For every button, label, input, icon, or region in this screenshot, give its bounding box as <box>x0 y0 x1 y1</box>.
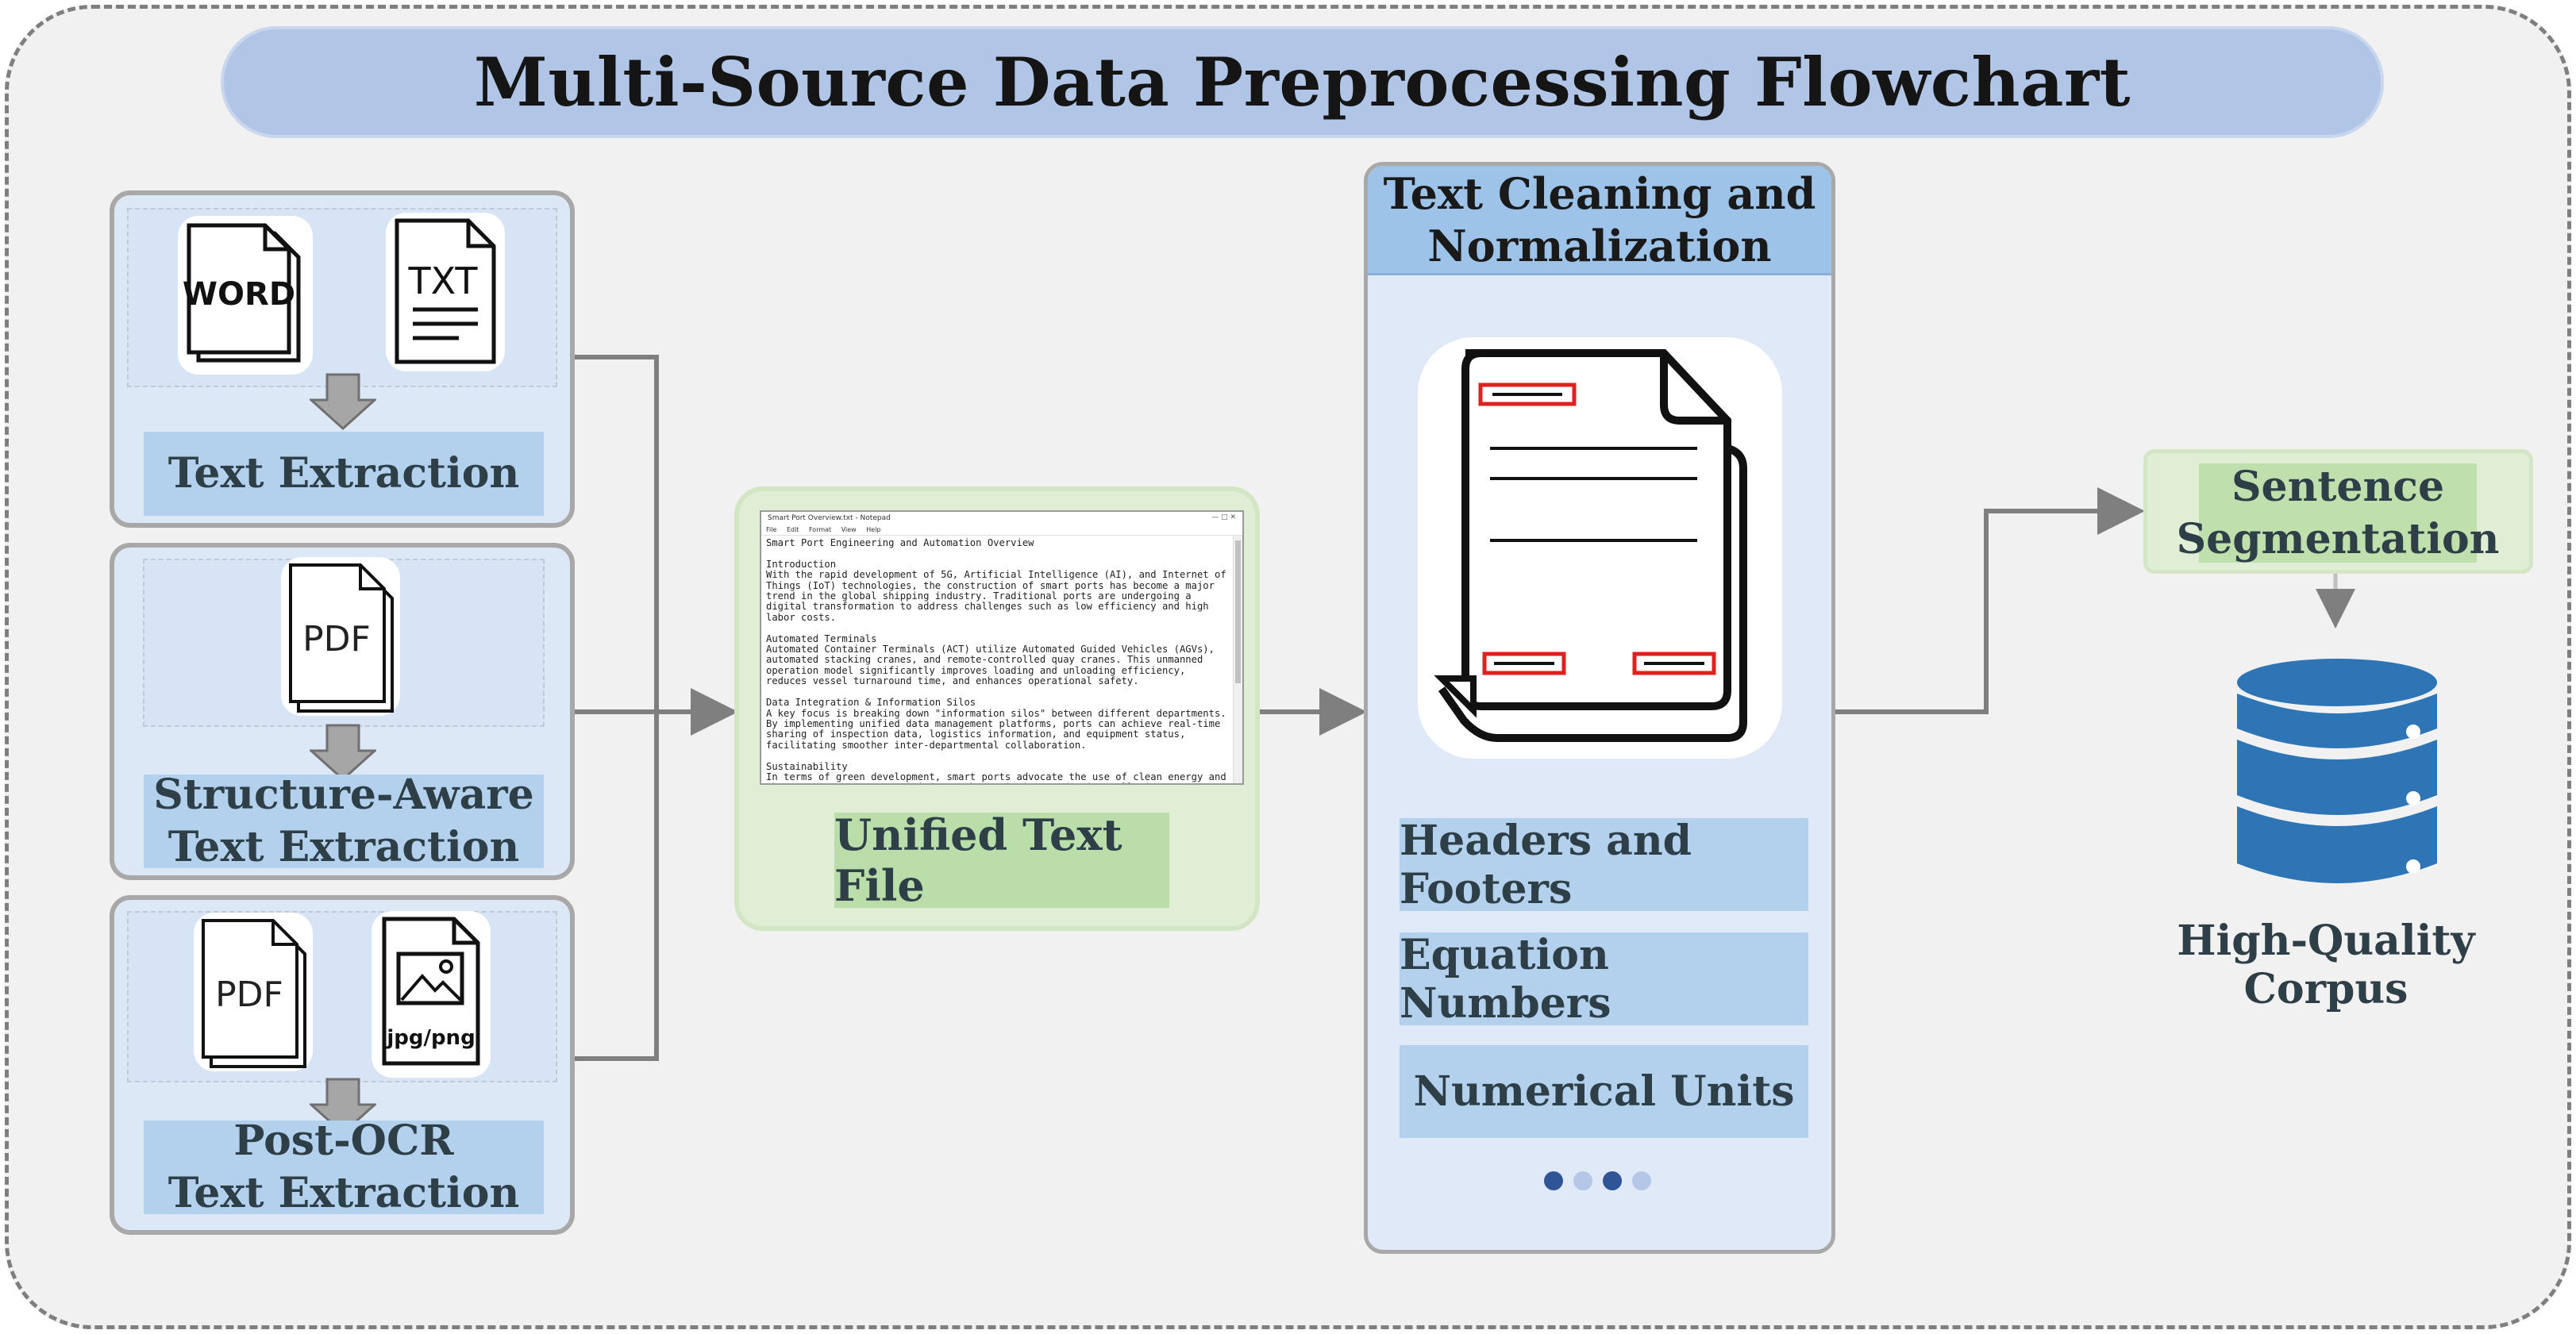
window-controls-icon: — □ ✕ <box>1211 513 1236 521</box>
menu-item: Format <box>808 526 832 533</box>
image-doc-icon: jpg/png <box>372 911 491 1078</box>
source-label-line: Post-OCR <box>233 1117 454 1165</box>
notepad-title: Smart Port Overview.txt - Notepad <box>768 514 891 522</box>
source-label: Structure-Aware Text Extraction <box>144 771 544 871</box>
notepad-window: Smart Port Overview.txt - Notepad — □ ✕ … <box>760 510 1244 785</box>
menu-item: View <box>841 526 857 533</box>
word-icon-text: WORD <box>183 276 295 313</box>
cleaning-heading-line: Normalization <box>1427 220 1772 271</box>
menu-item: Help <box>866 526 881 533</box>
segmentation-label-line: Segmentation <box>2176 514 2500 563</box>
pdf-doc-icon: PDF <box>281 557 400 716</box>
notepad-content: Smart Port Engineering and Automation Ov… <box>766 537 1226 783</box>
source-label-line: Structure-Aware <box>153 771 534 819</box>
cleaning-panel: Text Cleaning and Normalization Headers … <box>1364 162 1835 1254</box>
dot <box>1544 1171 1563 1190</box>
segmentation-panel: Sentence Segmentation <box>2143 449 2533 574</box>
diagram-title: Multi-Source Data Preprocessing Flowchar… <box>473 43 2131 121</box>
notepad-menu: File Edit Format View Help <box>761 525 1242 536</box>
source-label-line: Text Extraction <box>167 449 520 498</box>
document-card <box>1418 337 1782 759</box>
dot <box>1632 1171 1651 1190</box>
source-label-line: Text Extraction <box>167 1169 520 1217</box>
more-items-indicator <box>1544 1171 1651 1190</box>
corpus-label: High-Quality Corpus <box>2177 917 2475 1013</box>
word-doc-icon: WORD <box>178 216 313 375</box>
txt-icon-text: TXT <box>408 259 479 302</box>
database-icon <box>2237 659 2437 883</box>
down-arrow-icon <box>310 1078 376 1135</box>
pdf-doc-icon: PDF <box>194 913 313 1071</box>
cleaning-heading-line: Text Cleaning and <box>1383 167 1816 219</box>
source-panel-pdf: PDF Structure-Aware Text Extraction <box>110 543 575 880</box>
segmentation-label-line: Sentence <box>2231 462 2445 511</box>
pdf-icon-text: PDF <box>302 619 371 659</box>
image-icon-text: jpg/png <box>386 1026 475 1050</box>
unified-text-panel: Smart Port Overview.txt - Notepad — □ ✕ … <box>734 486 1260 931</box>
icon-strip <box>127 911 557 1082</box>
cleaning-item: Equation Numbers <box>1400 931 1808 1028</box>
title-banner: Multi-Source Data Preprocessing Flowchar… <box>221 26 2384 138</box>
source-label: Post-OCR Text Extraction <box>144 1117 544 1217</box>
cleaning-heading: Text Cleaning and Normalization <box>1368 166 1831 275</box>
cleaned-document-icon <box>1434 349 1747 742</box>
dot <box>1573 1171 1592 1190</box>
down-arrow-icon <box>310 724 376 781</box>
cleaning-item: Headers and Footers <box>1400 817 1808 913</box>
pdf-icon-text: PDF <box>215 975 283 1015</box>
menu-item: Edit <box>786 526 799 533</box>
source-label-line: Text Extraction <box>167 823 520 871</box>
cleaning-item: Numerical Units <box>1400 1045 1808 1138</box>
source-panel-word-txt: WORD TXT Text Extraction <box>110 190 575 528</box>
down-arrow-icon <box>310 373 376 430</box>
menu-item: File <box>766 526 777 533</box>
txt-doc-icon: TXT <box>386 213 505 371</box>
segmentation-label: Sentence Segmentation <box>2177 462 2500 563</box>
unified-label: Unified Text File <box>834 809 1169 911</box>
source-label: Text Extraction <box>144 432 544 516</box>
dot <box>1603 1171 1622 1190</box>
notepad-scrollbar <box>1233 536 1242 783</box>
source-panel-ocr: PDF jpg/png Post-OCR Text Extraction <box>110 895 575 1235</box>
